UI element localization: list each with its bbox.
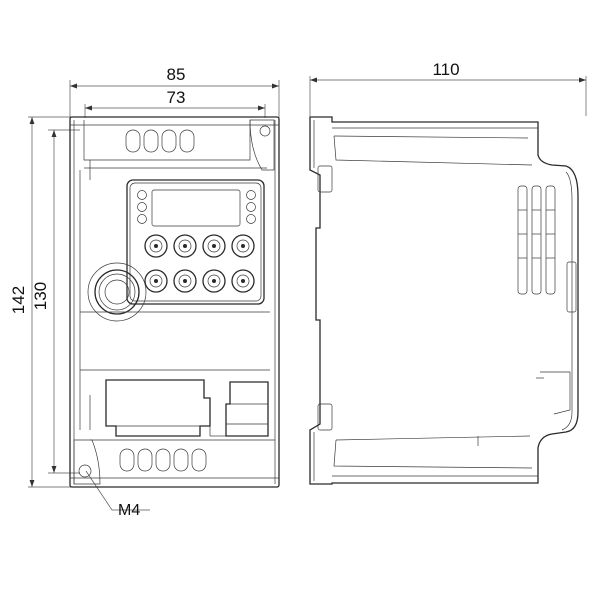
keypad-button-1 xyxy=(144,234,168,258)
keypad-button-3 xyxy=(202,234,226,258)
dim-73-label: 73 xyxy=(167,88,186,107)
side-vent-slots xyxy=(517,185,556,295)
dim-130-label: 130 xyxy=(31,282,50,310)
dim-110-label: 110 xyxy=(432,60,459,79)
dimension-labels: 85 73 110 142 130 M4 xyxy=(9,60,460,519)
side-view xyxy=(309,116,579,485)
keypad-button-5 xyxy=(144,269,168,293)
dim-142-label: 142 xyxy=(9,286,28,314)
keypad-panel xyxy=(126,179,265,305)
keypad-button-6 xyxy=(173,269,197,293)
keypad-button-7 xyxy=(202,269,226,293)
front-view xyxy=(69,116,280,488)
keypad-button-2 xyxy=(173,234,197,258)
m4-mounting-hole xyxy=(78,464,92,478)
dimension-lines xyxy=(28,76,587,511)
keypad-button-8 xyxy=(231,269,255,293)
dim-85-label: 85 xyxy=(167,65,186,84)
keypad-button-4 xyxy=(231,234,255,258)
potentiometer-knob xyxy=(87,262,147,322)
m4-callout-label: M4 xyxy=(118,502,140,519)
